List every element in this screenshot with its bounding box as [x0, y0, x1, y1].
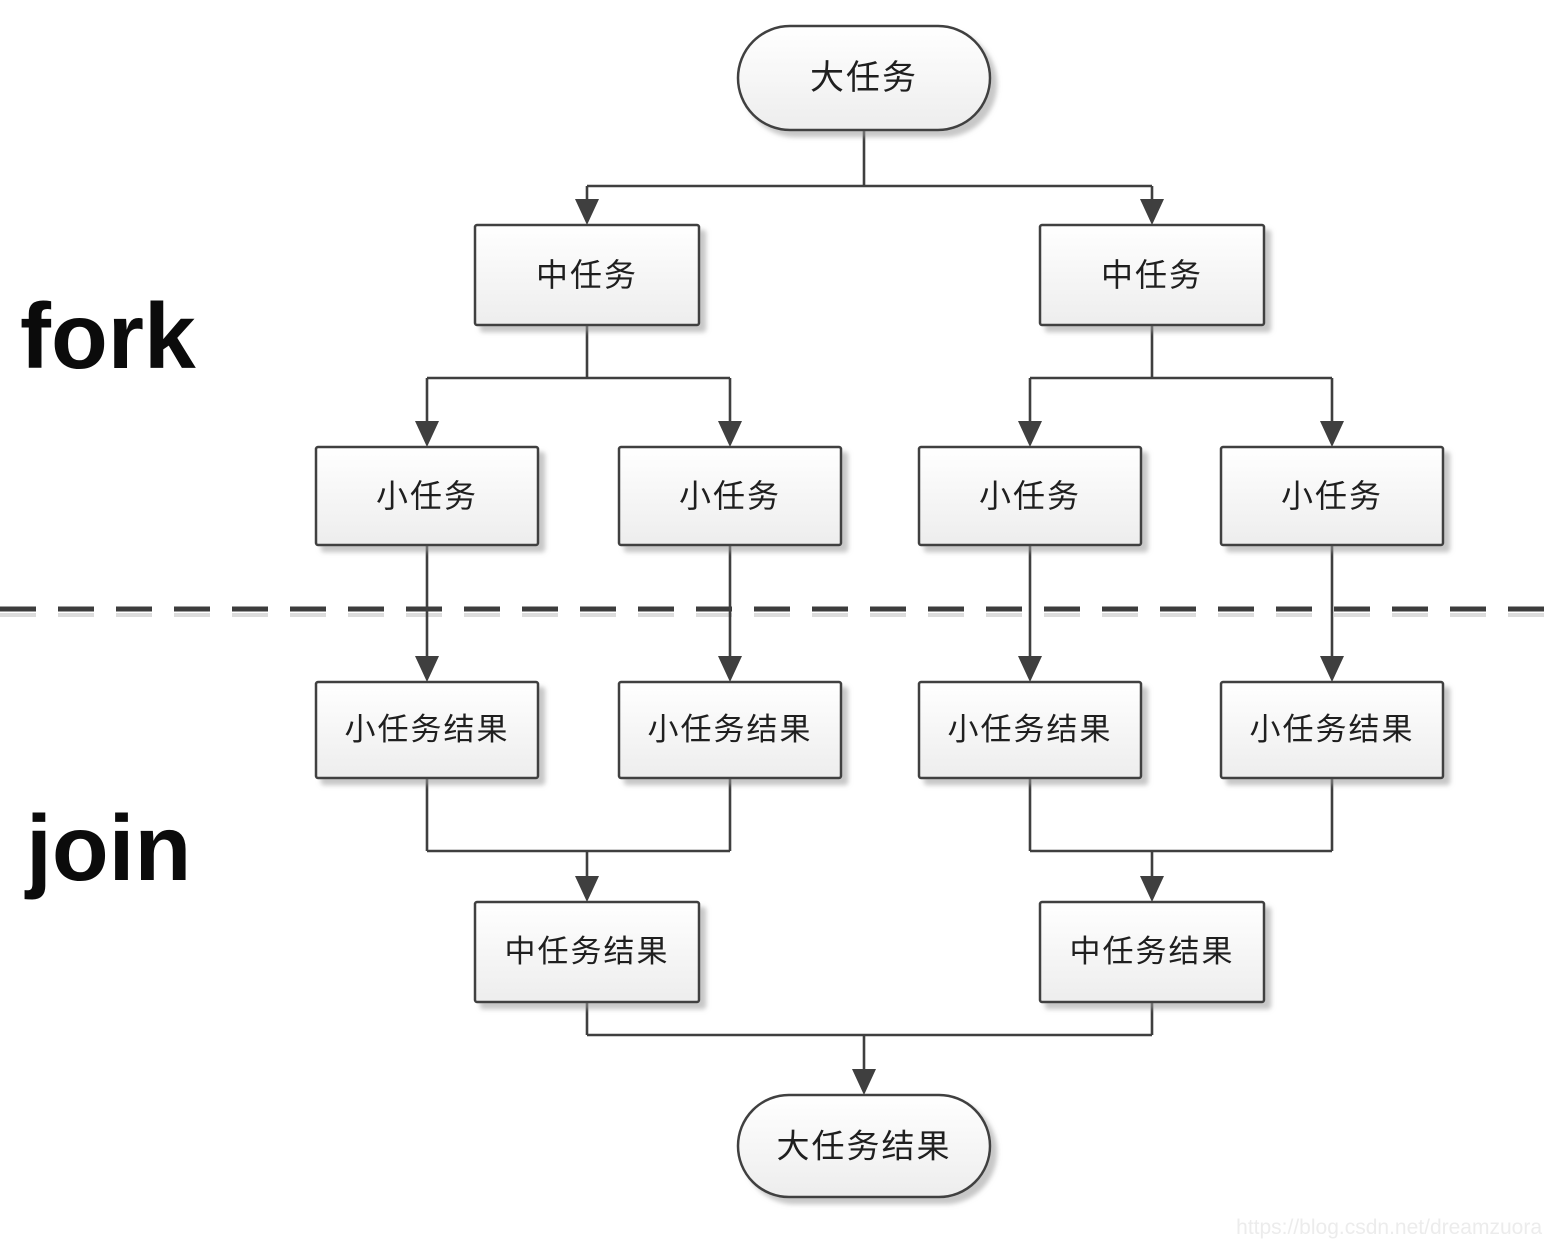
- arrowhead-icon: [1018, 656, 1042, 682]
- arrowhead-icon: [718, 656, 742, 682]
- node-label-small-task-1: 小任务: [376, 477, 478, 515]
- arrowhead-icon: [852, 1069, 876, 1095]
- node-big-result: [736, 1093, 992, 1199]
- watermark-text: https://blog.csdn.net/dreamzuora: [1236, 1216, 1542, 1239]
- arrowhead-icon: [575, 876, 599, 902]
- node-mid-result-left: [473, 900, 701, 1004]
- arrowhead-icon: [1140, 199, 1164, 225]
- node-small-result-1: [314, 680, 540, 780]
- node-small-task-3: [917, 445, 1143, 547]
- node-label-small-result-1: 小任务结果: [345, 712, 510, 748]
- node-small-task-2: [617, 445, 843, 547]
- node-small-task-1: [314, 445, 540, 547]
- node-big-task: [736, 24, 992, 132]
- node-mid-result-right: [1038, 900, 1266, 1004]
- fork-label: fork: [20, 284, 196, 388]
- node-label-small-task-3: 小任务: [979, 477, 1081, 515]
- node-label-mid-result-left: 中任务结果: [505, 934, 670, 970]
- arrowhead-icon: [415, 421, 439, 447]
- node-label-mid-task-left: 中任务: [536, 256, 638, 294]
- arrowhead-icon: [1320, 656, 1344, 682]
- node-small-result-2: [617, 680, 843, 780]
- node-label-small-result-2: 小任务结果: [648, 712, 813, 748]
- node-mid-task-left: [473, 223, 701, 327]
- arrowhead-icon: [718, 421, 742, 447]
- node-label-small-task-2: 小任务: [679, 477, 781, 515]
- node-label-small-result-3: 小任务结果: [948, 712, 1113, 748]
- node-label-big-result: 大任务结果: [777, 1127, 952, 1166]
- node-label-mid-task-right: 中任务: [1101, 256, 1203, 294]
- node-small-result-4: [1219, 680, 1445, 780]
- node-small-result-3: [917, 680, 1143, 780]
- arrowhead-icon: [1140, 876, 1164, 902]
- arrowhead-icon: [1320, 421, 1344, 447]
- arrowhead-icon: [1018, 421, 1042, 447]
- node-label-mid-result-right: 中任务结果: [1070, 934, 1235, 970]
- node-label-small-task-4: 小任务: [1281, 477, 1383, 515]
- node-small-task-4: [1219, 445, 1445, 547]
- node-mid-task-right: [1038, 223, 1266, 327]
- arrowhead-icon: [415, 656, 439, 682]
- node-label-big-task: 大任务: [810, 58, 918, 98]
- join-label: join: [24, 796, 191, 900]
- arrowhead-icon: [575, 199, 599, 225]
- node-label-small-result-4: 小任务结果: [1250, 712, 1415, 748]
